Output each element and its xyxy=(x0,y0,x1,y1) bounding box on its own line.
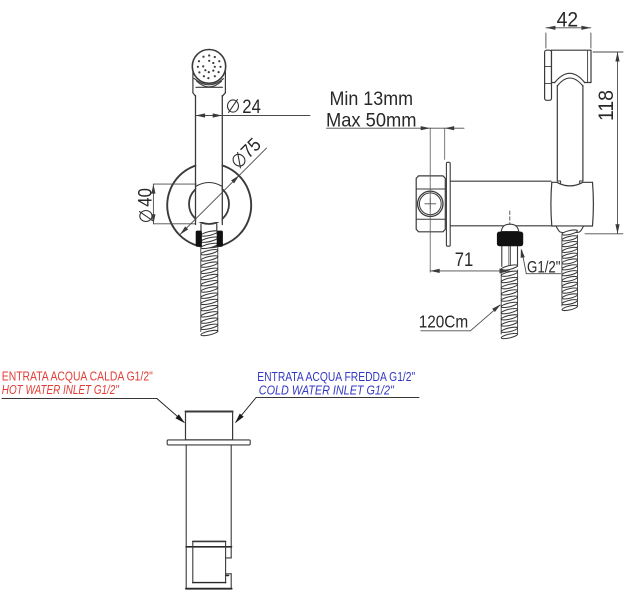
svg-text:24: 24 xyxy=(242,97,261,118)
svg-text:118: 118 xyxy=(594,90,618,121)
svg-text:HOT WATER INLET G1/2": HOT WATER INLET G1/2" xyxy=(2,382,120,397)
svg-text:Max 50mm: Max 50mm xyxy=(326,110,417,131)
svg-text:71: 71 xyxy=(455,250,474,271)
svg-text:120Cm: 120Cm xyxy=(419,312,469,332)
svg-text:ENTRATA ACQUA CALDA G1/2": ENTRATA ACQUA CALDA G1/2" xyxy=(2,369,153,384)
svg-text:ENTRATA ACQUA FREDDA G1/2": ENTRATA ACQUA FREDDA G1/2" xyxy=(257,369,415,384)
svg-text:COLD WATER INLET G1/2": COLD WATER INLET G1/2" xyxy=(259,383,395,398)
svg-text:40: 40 xyxy=(136,188,157,207)
svg-text:Min 13mm: Min 13mm xyxy=(330,89,414,110)
svg-text:G1/2": G1/2" xyxy=(527,259,561,277)
svg-text:42: 42 xyxy=(557,7,579,31)
